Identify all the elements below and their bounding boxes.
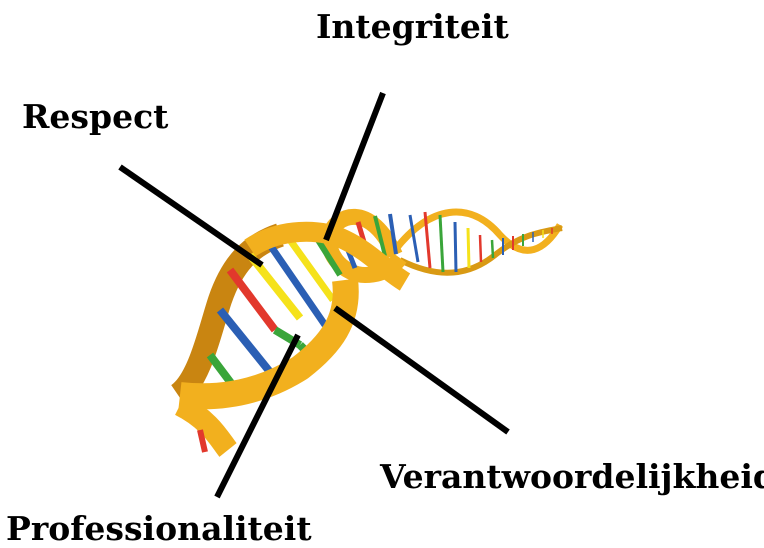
label-professionaliteit: Professionaliteit (6, 512, 312, 545)
pointer-line-respect (120, 167, 262, 265)
label-respect: Respect (22, 100, 168, 133)
label-verantwoordelijkheid: Verantwoordelijkheid (380, 460, 764, 493)
pointer-lines (120, 93, 508, 497)
dna-helix-tail (395, 212, 562, 273)
pointer-line-verantwoordelijkheid (335, 308, 508, 432)
label-integriteit: Integriteit (316, 10, 509, 43)
